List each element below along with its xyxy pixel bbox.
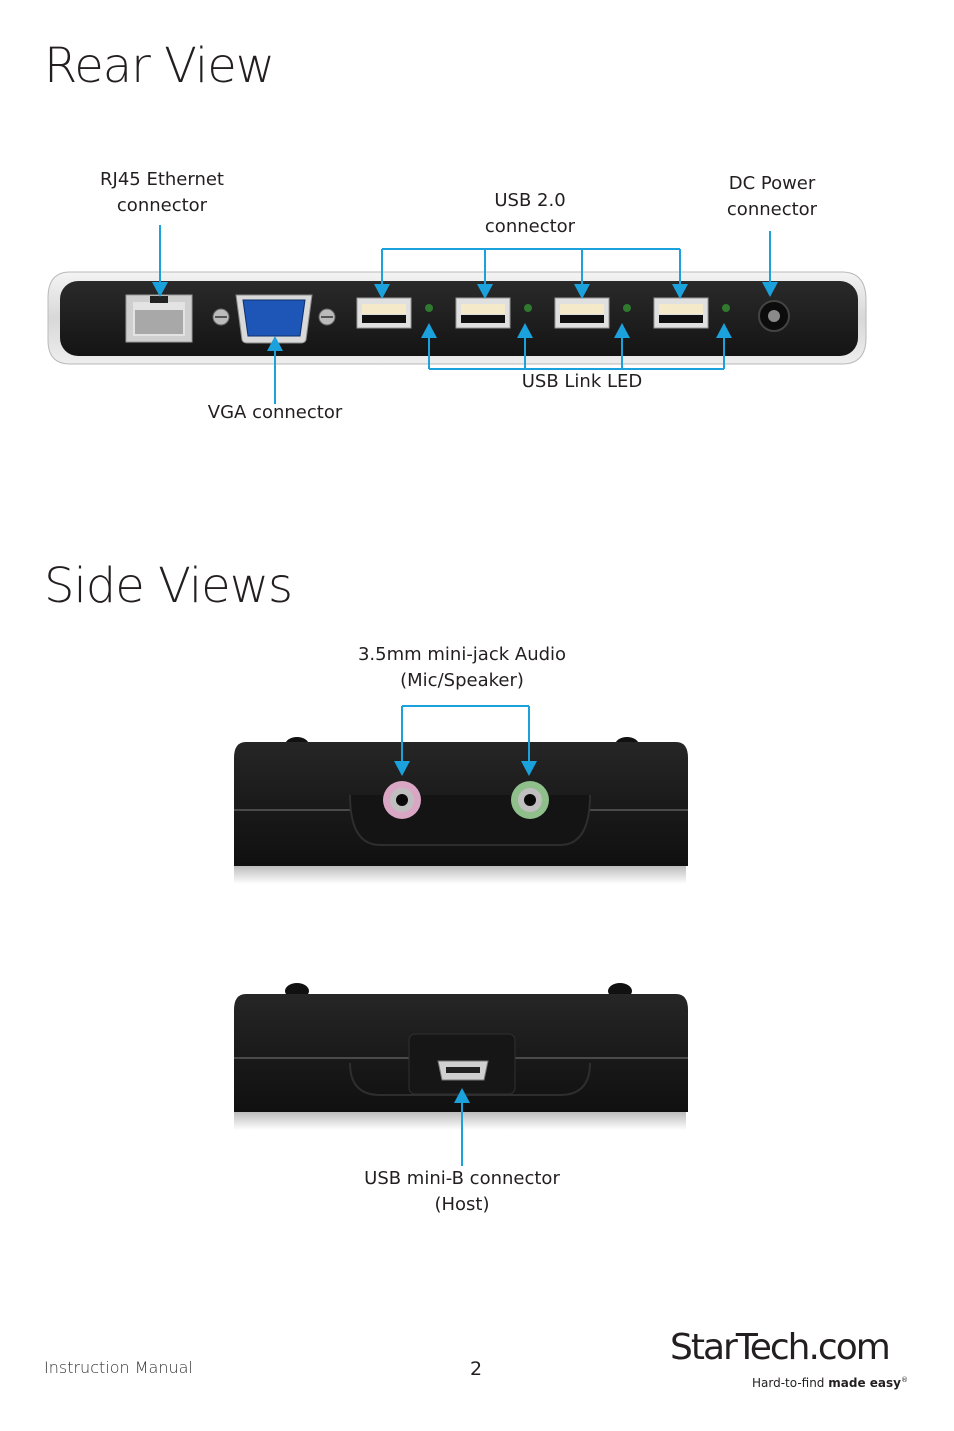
usb-link-led-2 [524,304,532,312]
usb-port-1 [356,297,412,329]
usb-port-3 [554,297,610,329]
audio-label: 3.5mm mini-jack Audio(Mic/Speaker) [357,644,567,691]
vga-port [212,294,336,344]
page-number: 2 [470,1358,483,1380]
rear-view-heading: Rear View [44,38,275,94]
mini-b-callout-arrowhead [454,1088,470,1103]
usb-link-led-label: USB Link LED [521,371,643,392]
rear-callout-arrowheads [152,282,778,351]
audio-callout-lines [401,705,530,768]
dc-power-jack [758,300,790,332]
side-view-audio-illustration [234,737,688,884]
usb-link-led-4 [722,304,730,312]
footer-manual-title: Instruction Manual [44,1358,193,1377]
startech-logo: StarTech.com Hard-to-find made easy® [670,1327,920,1391]
rj45-port [125,294,193,343]
usb-mini-b-label: USB mini-B connector(Host) [364,1168,560,1215]
side-view-mini-b-illustration [234,983,688,1130]
brand-tagline: Hard-to-find made easy® [752,1376,908,1390]
audio-callout-arrowheads [394,761,537,776]
usb-port-2 [455,297,511,329]
side-views-heading: Side Views [44,558,293,614]
usb-port-4 [653,297,709,329]
usb-link-led-3 [623,304,631,312]
usb-link-led-1 [425,304,433,312]
vga-label: VGA connector [207,402,343,423]
brand-wordmark: StarTech.com [670,1327,891,1368]
rear-callout-lines [159,225,771,404]
